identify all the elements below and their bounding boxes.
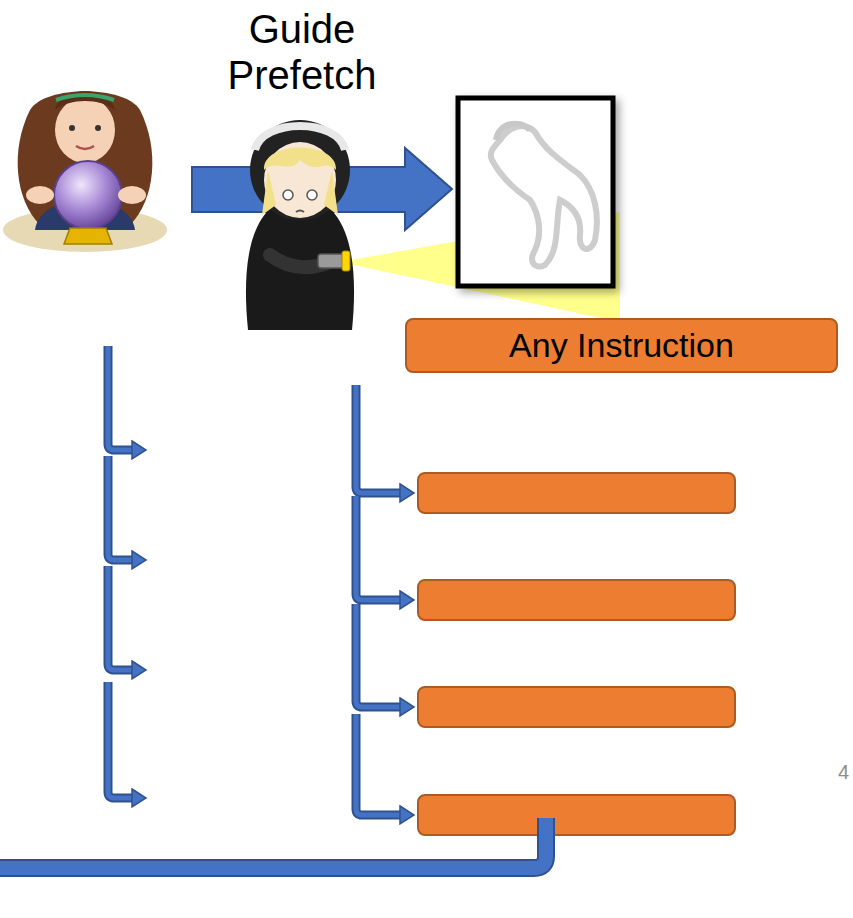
page-number: 4 bbox=[815, 760, 849, 784]
detective bbox=[246, 120, 354, 330]
slide-title: Guide Prefetch bbox=[197, 6, 407, 98]
flow-arrow-outline bbox=[108, 456, 134, 560]
flow-arrow bbox=[356, 385, 402, 493]
chalk-outline-box bbox=[458, 98, 613, 286]
flow-arrow bbox=[108, 346, 134, 450]
loop-line bbox=[0, 818, 546, 868]
empty-instruction-boxes bbox=[418, 473, 735, 835]
flow-arrow-outline bbox=[356, 714, 402, 815]
flow-arrow bbox=[108, 682, 134, 798]
fortune-teller bbox=[3, 91, 167, 252]
flow-arrow-outline bbox=[108, 566, 134, 670]
flow-arrowhead bbox=[132, 551, 146, 569]
flow-arrow-outline bbox=[356, 496, 402, 600]
flow-arrow bbox=[108, 566, 134, 670]
flow-arrow bbox=[356, 604, 402, 707]
flow-arrow-outline bbox=[356, 385, 402, 493]
flow-arrow bbox=[356, 496, 402, 600]
flow-arrow-outline bbox=[108, 346, 134, 450]
flow-arrowhead bbox=[132, 441, 146, 459]
instruction-text: Any Instruction bbox=[509, 326, 734, 365]
flow-arrow bbox=[108, 456, 134, 560]
flow-arrowhead bbox=[400, 591, 414, 609]
flow-arrow bbox=[356, 714, 402, 815]
flow-arrowhead bbox=[400, 698, 414, 716]
flow-arrowhead bbox=[132, 661, 146, 679]
loop-line-outline bbox=[0, 818, 546, 868]
flow-arrowhead bbox=[132, 789, 146, 807]
flow-arrow-outline bbox=[108, 682, 134, 798]
flow-arrow-outline bbox=[356, 604, 402, 707]
instruction-box: Any Instruction bbox=[405, 318, 838, 373]
flow-arrowhead bbox=[400, 806, 414, 824]
flow-arrowhead bbox=[400, 484, 414, 502]
